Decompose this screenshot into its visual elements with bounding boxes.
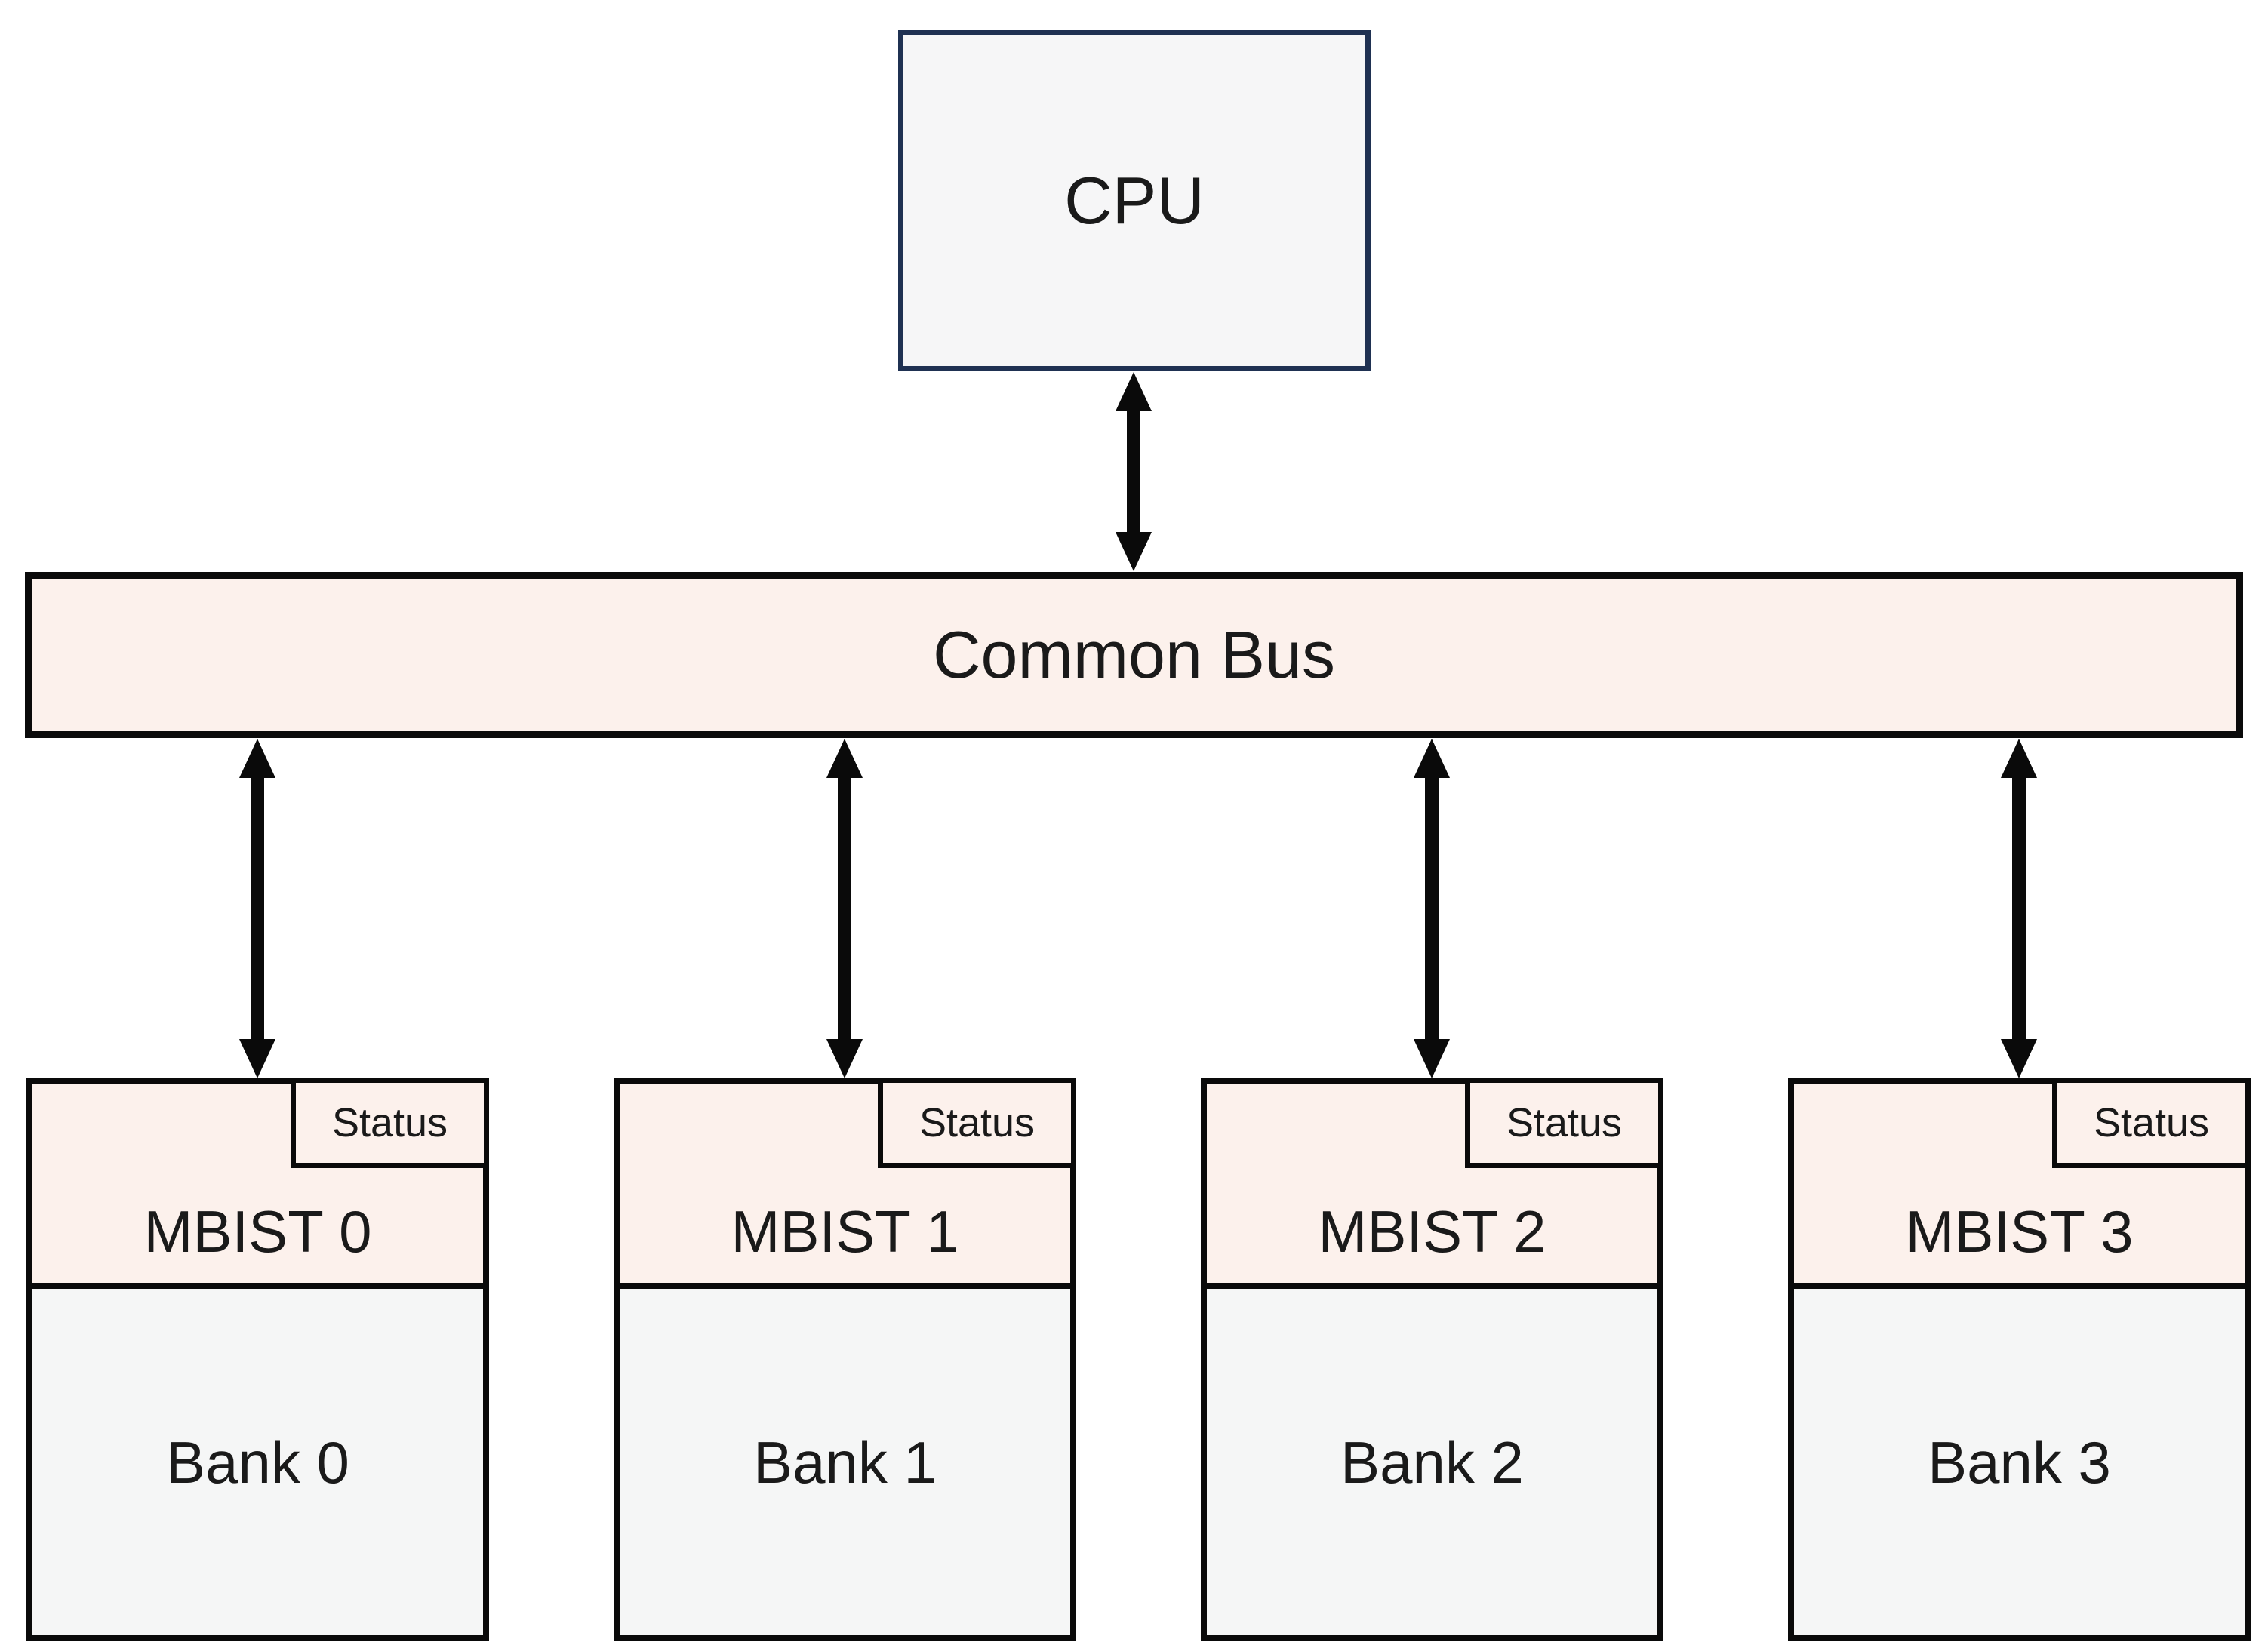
bank0-label: Bank 0 [166, 1428, 349, 1496]
mbist1-block: Status MBIST 1 [620, 1078, 1076, 1283]
mbist3-block: Status MBIST 3 [1794, 1078, 2251, 1283]
cpu-label: CPU [1064, 163, 1205, 238]
bus-mbist1-double-arrow-icon [826, 739, 863, 1078]
mbist3-label: MBIST 3 [1905, 1198, 2134, 1265]
bank3-label: Bank 3 [1928, 1428, 2111, 1496]
bank0-block: Bank 0 [32, 1283, 483, 1635]
mbist-unit-0: Status MBIST 0 Bank 0 [26, 1078, 489, 1641]
mbist-unit-2: Status MBIST 2 Bank 2 [1201, 1078, 1663, 1641]
bus-mbist3-double-arrow-icon [2001, 739, 2037, 1078]
common-bus-label: Common Bus [932, 617, 1336, 692]
mbist0-block: Status MBIST 0 [32, 1078, 489, 1283]
mbist0-status-box: Status [291, 1078, 489, 1168]
mbist1-status-box: Status [878, 1078, 1076, 1168]
mbist0-status-label: Status [331, 1100, 448, 1145]
mbist1-label: MBIST 1 [731, 1198, 959, 1265]
bus-mbist0-double-arrow-icon [239, 739, 275, 1078]
bus-mbist2-double-arrow-icon [1414, 739, 1450, 1078]
mbist2-status-box: Status [1465, 1078, 1663, 1168]
mbist0-label: MBIST 0 [143, 1198, 372, 1265]
bank2-label: Bank 2 [1340, 1428, 1524, 1496]
bank3-block: Bank 3 [1794, 1283, 2245, 1635]
cpu-bus-double-arrow-icon [1116, 372, 1152, 571]
mbist-unit-1: Status MBIST 1 Bank 1 [614, 1078, 1076, 1641]
mbist3-status-label: Status [2093, 1100, 2210, 1145]
bank1-label: Bank 1 [753, 1428, 937, 1496]
mbist2-block: Status MBIST 2 [1207, 1078, 1663, 1283]
mbist3-status-box: Status [2052, 1078, 2251, 1168]
common-bus: Common Bus [25, 572, 2243, 738]
cpu-box: CPU [898, 30, 1371, 371]
mbist2-status-label: Status [1506, 1100, 1623, 1145]
mbist-unit-3: Status MBIST 3 Bank 3 [1788, 1078, 2251, 1641]
mbist2-label: MBIST 2 [1318, 1198, 1546, 1265]
bank2-block: Bank 2 [1207, 1283, 1657, 1635]
mbist1-status-label: Status [919, 1100, 1036, 1145]
bank1-block: Bank 1 [620, 1283, 1070, 1635]
